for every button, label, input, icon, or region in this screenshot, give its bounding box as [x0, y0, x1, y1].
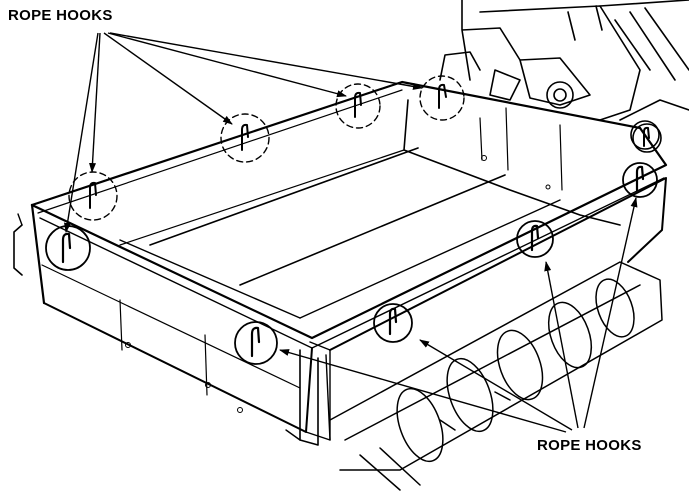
top-callout-arrows	[63, 32, 423, 233]
rope-hook-icon	[68, 171, 118, 221]
rope-hook-icon	[632, 123, 662, 153]
rope-hook-icon	[373, 303, 413, 343]
machine-background	[439, 0, 689, 150]
bottom-callout-arrows	[279, 197, 638, 433]
rope-hooks-label-top: ROPE HOOKS	[8, 7, 113, 24]
rope-hooks-label-bottom: ROPE HOOKS	[537, 437, 642, 454]
near-rope-hooks	[45, 123, 662, 365]
cargo-bed	[13, 80, 668, 446]
rope-hook-icon	[220, 113, 270, 163]
rope-hook-icon	[622, 162, 658, 198]
rope-hook-icon	[335, 83, 381, 129]
crawler-tracks	[329, 261, 663, 491]
rope-hook-icon	[419, 75, 465, 121]
rope-hook-icon	[45, 225, 91, 271]
rope-hook-icon	[516, 220, 554, 258]
rope-hook-icon	[234, 321, 278, 365]
